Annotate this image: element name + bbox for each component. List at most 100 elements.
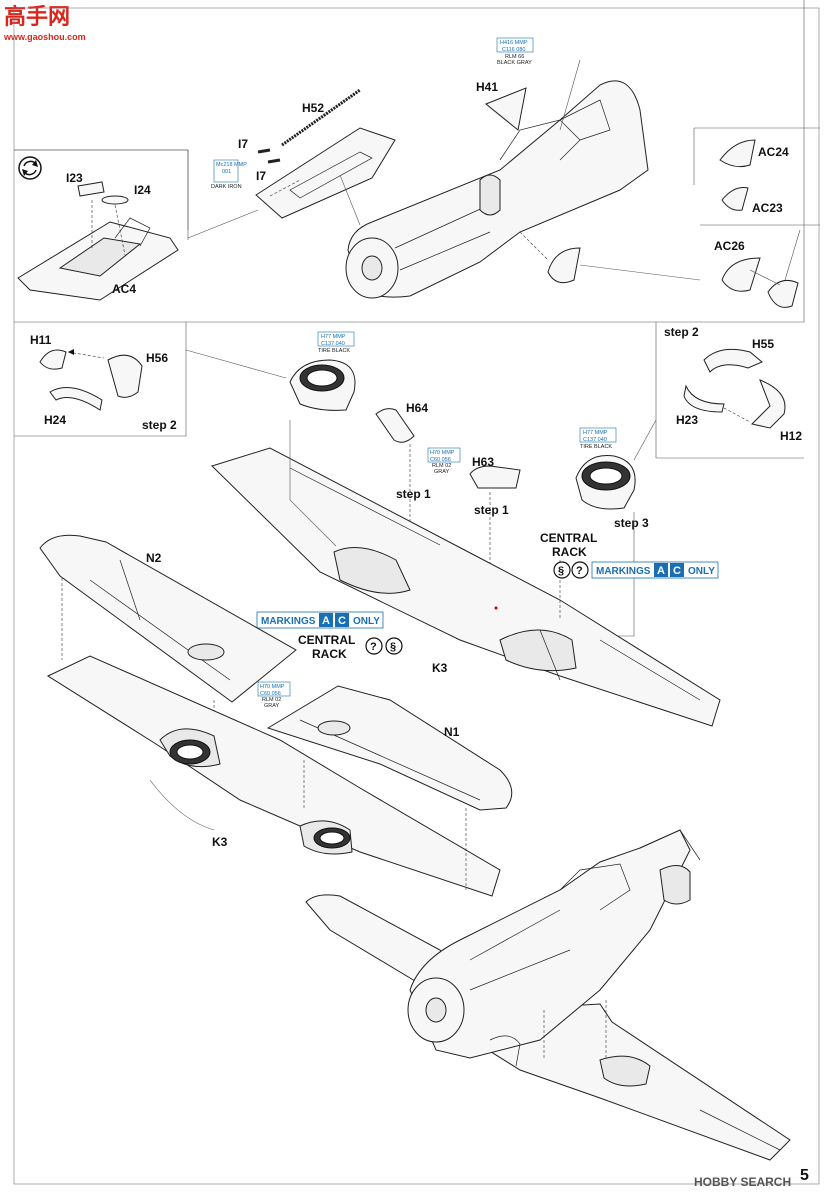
central-rack-left-line2: RACK	[312, 647, 347, 661]
step1-left-text: step 1	[396, 487, 431, 501]
cowling-leader-line	[339, 174, 361, 226]
markings-badge-right: MARKINGS A C ONLY	[591, 561, 719, 579]
label-h56: H56	[146, 351, 168, 365]
label-h24: H24	[44, 413, 66, 427]
left-step2-leader	[185, 349, 287, 379]
ac4-part	[17, 217, 179, 301]
svg-text:H77 MMP: H77 MMP	[583, 430, 608, 436]
label-n2: N2	[146, 551, 162, 565]
paint-callout-tire-black-left: H77 MMP C137 040 TIRE BLACK	[317, 331, 355, 354]
i23-part	[77, 181, 105, 197]
step3-text: step 3	[614, 516, 649, 530]
h23-part	[683, 384, 725, 413]
ac-exhaust-part	[767, 280, 799, 308]
ac23-part	[721, 187, 749, 211]
label-n1: N1	[444, 725, 460, 739]
assembled-aircraft	[305, 829, 791, 1161]
svg-text:C60 056: C60 056	[430, 457, 451, 463]
rotate-icon	[18, 156, 42, 180]
svg-text:RLM 66: RLM 66	[505, 54, 524, 60]
cowling-panel	[255, 127, 396, 219]
label-i7-a: I7	[238, 137, 248, 151]
markings-right-a: A	[657, 565, 665, 577]
svg-text:?: ?	[576, 565, 583, 577]
central-rack-right-line1: CENTRAL	[540, 531, 597, 545]
wing-section: CENTRAL RACK § ? MARKINGS A C ONLY MARKI…	[39, 420, 791, 1161]
label-h55: H55	[752, 337, 774, 351]
intake-part	[547, 247, 581, 284]
step1-right-text: step 1	[474, 503, 509, 517]
page-border	[13, 7, 820, 1185]
central-rack-icons-right: § ?	[553, 561, 589, 579]
page-number: 5	[800, 1167, 809, 1184]
footer-brand: HOBBY SEARCH	[694, 1175, 791, 1189]
markings-right-suffix: ONLY	[688, 566, 715, 577]
label-ac26: AC26	[714, 239, 745, 253]
ac26-guide	[749, 269, 781, 286]
svg-text:RLM 02: RLM 02	[262, 697, 281, 703]
mid-section: H11 H56 H24 step 2 H77 MMP C137 040 TIRE…	[14, 322, 804, 640]
h56-part	[107, 354, 143, 398]
n2-wing-part	[39, 534, 297, 703]
markings-right-c: C	[673, 565, 681, 577]
label-i24: I24	[134, 183, 151, 197]
wheel-well-left	[289, 359, 356, 411]
svg-text:TIRE BLACK: TIRE BLACK	[580, 444, 612, 450]
markings-left-suffix: ONLY	[353, 616, 380, 627]
h23-guide	[723, 407, 751, 423]
svg-text:001: 001	[222, 169, 231, 175]
ac24-part	[719, 139, 756, 168]
left-step2-box	[14, 322, 187, 437]
n1-wing-part	[266, 685, 513, 811]
svg-text:Mc218 MMP: Mc218 MMP	[216, 162, 247, 168]
label-h11: H11	[30, 333, 52, 347]
ac-box-top	[693, 127, 820, 185]
k3-left-arc	[149, 779, 215, 831]
central-rack-right-line2: RACK	[552, 545, 587, 559]
svg-text:TIRE BLACK: TIRE BLACK	[318, 348, 350, 354]
paint-callout-rlm02-gray: H70 MMP C60 056 RLM 02 GRAY	[427, 447, 461, 475]
i7-part-b	[267, 158, 281, 164]
left-wheel-guide	[289, 420, 337, 547]
h12-part	[751, 379, 786, 429]
label-ac24: AC24	[758, 145, 789, 159]
label-h23: H23	[676, 413, 698, 427]
label-ac23: AC23	[752, 201, 783, 215]
h24-part	[49, 387, 103, 411]
markings-left-c: C	[338, 615, 346, 627]
wheel-well-right	[575, 454, 636, 510]
svg-text:C137 040: C137 040	[583, 437, 607, 443]
svg-text:C60 056: C60 056	[260, 691, 281, 697]
label-ac4: AC4	[112, 282, 136, 296]
markings-left-a: A	[322, 615, 330, 627]
h41-part	[485, 87, 527, 131]
svg-text:GRAY: GRAY	[434, 469, 450, 475]
central-rack-icons-left: ? §	[365, 637, 403, 655]
label-i7-b: I7	[256, 169, 266, 183]
watermark-title: 高手网	[4, 4, 70, 30]
label-k3-left: K3	[212, 835, 228, 849]
paint-callout-tire-black-right: H77 MMP C137 040 TIRE BLACK	[579, 427, 617, 450]
label-k3-right: K3	[432, 661, 448, 675]
intake-guide	[519, 231, 549, 261]
svg-text:GRAY: GRAY	[264, 703, 280, 709]
i24-guide-line	[114, 204, 126, 256]
paint-callout-dark-iron: Mc218 MMP 001 DARK IRON	[211, 159, 247, 190]
left-step2-text: step 2	[142, 418, 177, 432]
svg-text:H70 MMP: H70 MMP	[260, 684, 285, 690]
fuselage-front-assembly	[345, 80, 649, 299]
ac26-part	[721, 257, 761, 292]
svg-text:RLM 02: RLM 02	[432, 463, 451, 469]
h63-part	[469, 465, 521, 489]
intake-leader-line	[579, 264, 701, 281]
h64-part	[375, 408, 415, 443]
paint-callout-black-gray: H416 MMP C116 080 RLM 66 BLACK GRAY	[496, 37, 534, 66]
markings-left-prefix: MARKINGS	[261, 616, 316, 627]
label-h63: H63	[472, 455, 494, 469]
label-h64: H64	[406, 401, 428, 415]
ac4-leader-line	[187, 209, 259, 239]
label-i23: I23	[66, 171, 83, 185]
right-step2-text: step 2	[664, 325, 699, 339]
svg-text:H70 MMP: H70 MMP	[430, 450, 455, 456]
